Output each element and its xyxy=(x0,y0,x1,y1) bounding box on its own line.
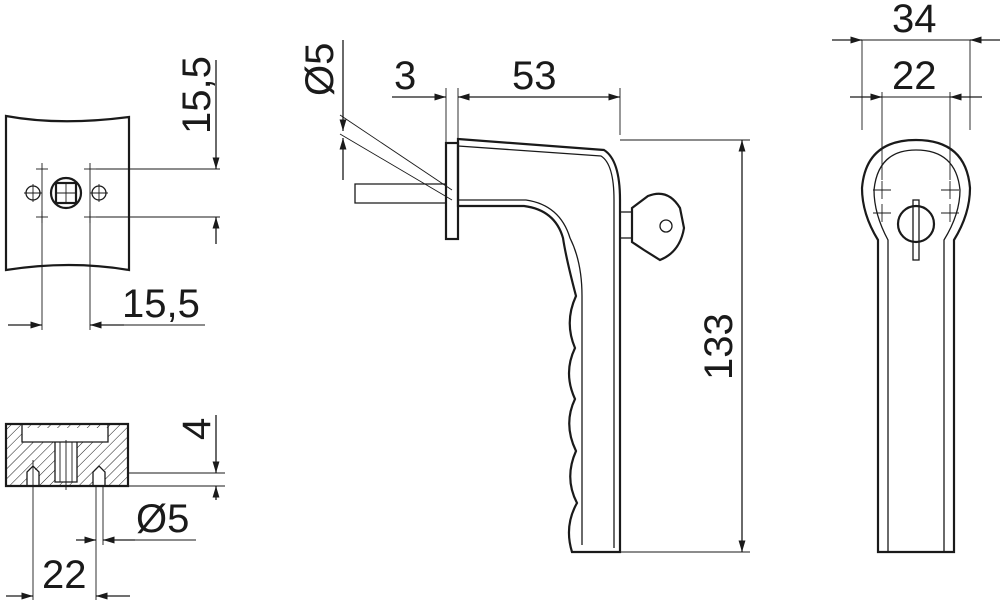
rose-inner-width-dim: 22 xyxy=(892,54,937,98)
section-spacing-dim: 22 xyxy=(42,553,87,597)
handle-projection-dim: 53 xyxy=(512,54,557,98)
section-depth-dim: 4 xyxy=(175,418,219,440)
plate-hole-vertical-dim: 15,5 xyxy=(175,56,219,134)
section-hole-diameter-dim: Ø5 xyxy=(136,497,189,541)
front-outline xyxy=(860,138,972,554)
rose-outer-width-dim: 34 xyxy=(892,0,937,41)
handle-length-dim: 133 xyxy=(697,313,741,380)
plate-hole-horizontal-dim: 15,5 xyxy=(122,282,200,326)
lock-cylinder xyxy=(896,204,936,244)
spindle-diameter-dim: Ø5 xyxy=(298,43,342,96)
plate-section-view: 4 Ø5 22 xyxy=(4,415,225,600)
handle-side-view: Ø5 3 53 133 xyxy=(298,40,750,554)
offset-dim: 3 xyxy=(394,54,416,98)
handle-body xyxy=(456,137,622,554)
spindle-hole xyxy=(49,176,83,210)
plate-outline xyxy=(4,114,131,272)
handle-front-view: 34 22 xyxy=(832,0,1000,554)
rose-plate xyxy=(444,141,460,241)
key-icon xyxy=(619,192,686,262)
spindle xyxy=(354,183,447,204)
plate-front-view: 15,5 15,5 xyxy=(4,56,220,330)
